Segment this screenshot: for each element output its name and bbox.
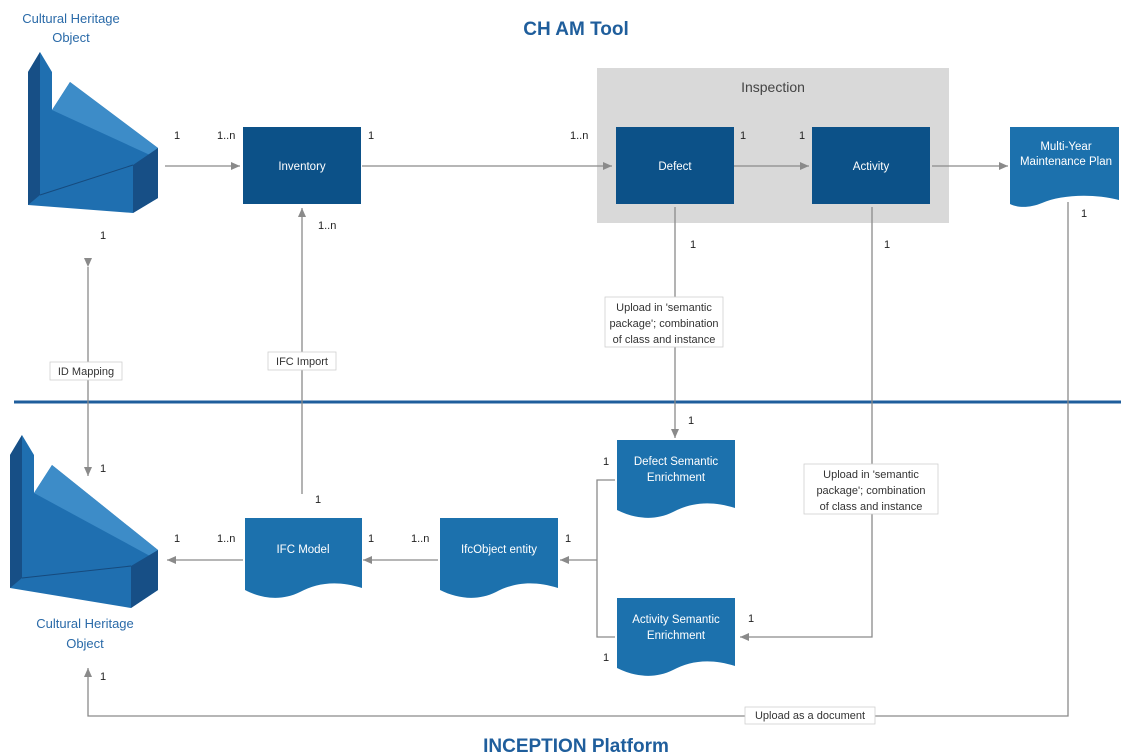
activity-semantic-label-line2: Enrichment	[647, 630, 706, 642]
tool-title: CH AM Tool	[523, 19, 629, 40]
activity-label: Activity	[853, 161, 890, 173]
defect-semantic-label-line1: Defect Semantic	[634, 456, 719, 468]
mult-obj-bottom-1: 1	[100, 463, 106, 475]
upload-document-label: Upload as a document	[755, 710, 865, 722]
mult-defect-sem-left: 1	[603, 456, 609, 468]
maintenance-plan-label-line2: Maintenance Plan	[1020, 156, 1112, 168]
upload-semantic-note-2: Upload in 'semantic package'; combinatio…	[803, 463, 939, 515]
mult-obj-top: 1	[100, 230, 106, 242]
mult-plan-down: 1	[1081, 208, 1087, 220]
activity-semantic-document: Activity Semantic Enrichment	[617, 598, 735, 676]
upload-document-note: Upload as a document	[744, 706, 876, 725]
activity-upload-arrow	[740, 207, 873, 641]
ifcobject-entity-label: IfcObject entity	[461, 544, 537, 556]
upload-semantic-note-1: Upload in 'semantic package'; combinatio…	[604, 296, 724, 348]
semantic-bracket	[596, 479, 615, 638]
inspection-label: Inspection	[741, 79, 805, 95]
defect-box: Defect	[616, 127, 734, 204]
ifc-model-document: IFC Model	[245, 518, 362, 598]
mult-inv-defect-n: 1..n	[570, 130, 588, 142]
top-heritage-object-icon	[28, 52, 158, 213]
mult-obj-bottom-2: 1	[174, 533, 180, 545]
mult-defect-activity-2: 1	[799, 130, 805, 142]
defect-semantic-document: Defect Semantic Enrichment	[617, 440, 735, 518]
mult-inv-ifc: 1..n	[318, 220, 336, 232]
upload-semantic-2-line1: Upload in 'semantic	[823, 469, 919, 481]
id-mapping-label: ID Mapping	[58, 366, 114, 378]
upload-semantic-1-line2: package'; combination	[609, 318, 718, 330]
bottom-heritage-object-icon	[10, 435, 158, 608]
mult-ifcobj-n: 1..n	[411, 533, 429, 545]
top-object-label-line1: Cultural Heritage	[22, 11, 120, 26]
activity-box: Activity	[812, 127, 930, 204]
upload-semantic-2-line3: of class and instance	[820, 501, 923, 513]
mult-defect-down: 1	[690, 239, 696, 251]
mult-activity-down: 1	[884, 239, 890, 251]
plan-upload-document-arrow	[84, 202, 1069, 717]
bottom-object-label-line2: Object	[66, 636, 104, 651]
mult-obj-inv-n: 1..n	[217, 130, 235, 142]
id-mapping-note: ID Mapping	[49, 361, 123, 381]
maintenance-plan-document: Multi-Year Maintenance Plan	[1010, 127, 1119, 207]
mult-defect-activity-1: 1	[740, 130, 746, 142]
mult-activity-sem-left: 1	[603, 652, 609, 664]
mult-defect-sem-in: 1	[688, 415, 694, 427]
activity-semantic-label-line1: Activity Semantic	[632, 614, 720, 626]
bottom-object-label-line1: Cultural Heritage	[36, 616, 134, 631]
upload-semantic-1-line3: of class and instance	[613, 334, 716, 346]
ifc-model-label: IFC Model	[276, 544, 329, 556]
mult-activity-sem-right: 1	[748, 613, 754, 625]
mult-ifcobj-1: 1	[565, 533, 571, 545]
mult-obj-bottom-3: 1	[100, 671, 106, 683]
platform-title: INCEPTION Platform	[483, 736, 669, 756]
inventory-label: Inventory	[278, 161, 326, 173]
maintenance-plan-label-line1: Multi-Year	[1040, 141, 1092, 153]
upload-semantic-2-line2: package'; combination	[816, 485, 925, 497]
mult-inv-defect-1: 1	[368, 130, 374, 142]
defect-label: Defect	[658, 161, 692, 173]
top-object-label-line2: Object	[52, 30, 90, 45]
inventory-box: Inventory	[243, 127, 361, 204]
mult-ifcmodel-n: 1..n	[217, 533, 235, 545]
mult-obj-inv-1: 1	[174, 130, 180, 142]
ifc-import-label: IFC Import	[276, 356, 328, 368]
mult-ifcmodel-1: 1	[368, 533, 374, 545]
ifc-import-note: IFC Import	[267, 351, 337, 371]
upload-semantic-1-line1: Upload in 'semantic	[616, 302, 712, 314]
ifcobject-entity-document: IfcObject entity	[440, 518, 558, 598]
mult-ifcmodel-up: 1	[315, 494, 321, 506]
defect-semantic-label-line2: Enrichment	[647, 472, 706, 484]
